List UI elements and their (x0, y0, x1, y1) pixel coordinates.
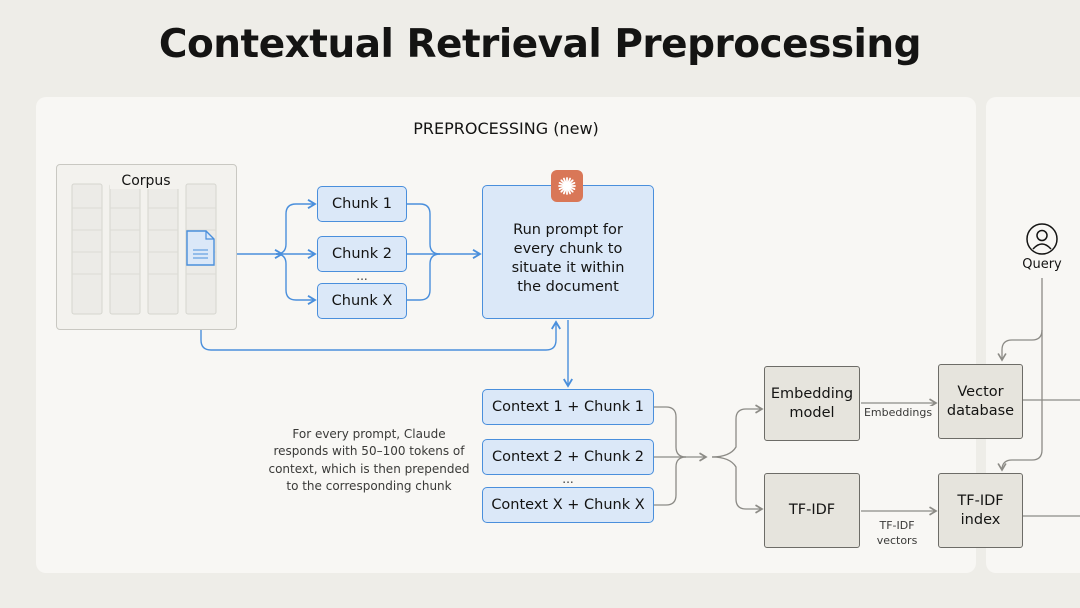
claude-logo-icon (551, 170, 583, 202)
corpus-label: Corpus (110, 173, 182, 189)
context-2-node: Context 2 + Chunk 2 (482, 439, 654, 475)
context-1-node: Context 1 + Chunk 1 (482, 389, 654, 425)
chunk-1-node: Chunk 1 (317, 186, 407, 222)
embedding-model-node: Embedding model (764, 366, 860, 441)
query-label: Query (1022, 257, 1062, 272)
tfidf-node: TF-IDF (764, 473, 860, 548)
tfidf-vectors-label: TF-IDF vectors (876, 519, 918, 547)
claude-note: For every prompt, Claude responds with 5… (268, 427, 470, 494)
chunk-2-node: Chunk 2 (317, 236, 407, 272)
context-x-node: Context X + Chunk X (482, 487, 654, 523)
tfidf-index-node: TF-IDF index (938, 473, 1023, 548)
embeddings-label: Embeddings (862, 406, 934, 421)
vector-database-node: Vector database (938, 364, 1023, 439)
page-title: Contextual Retrieval Preprocessing (158, 22, 922, 67)
user-icon (1025, 222, 1059, 256)
corpus-documents (71, 183, 217, 315)
context-ellipsis: ... (562, 472, 574, 486)
chunk-x-node: Chunk X (317, 283, 407, 319)
chunk-ellipsis: ... (356, 269, 368, 283)
document-icon (185, 229, 216, 267)
preprocessing-label: PREPROCESSING (new) (413, 119, 599, 138)
prompt-node: Run prompt for every chunk to situate it… (482, 185, 654, 319)
